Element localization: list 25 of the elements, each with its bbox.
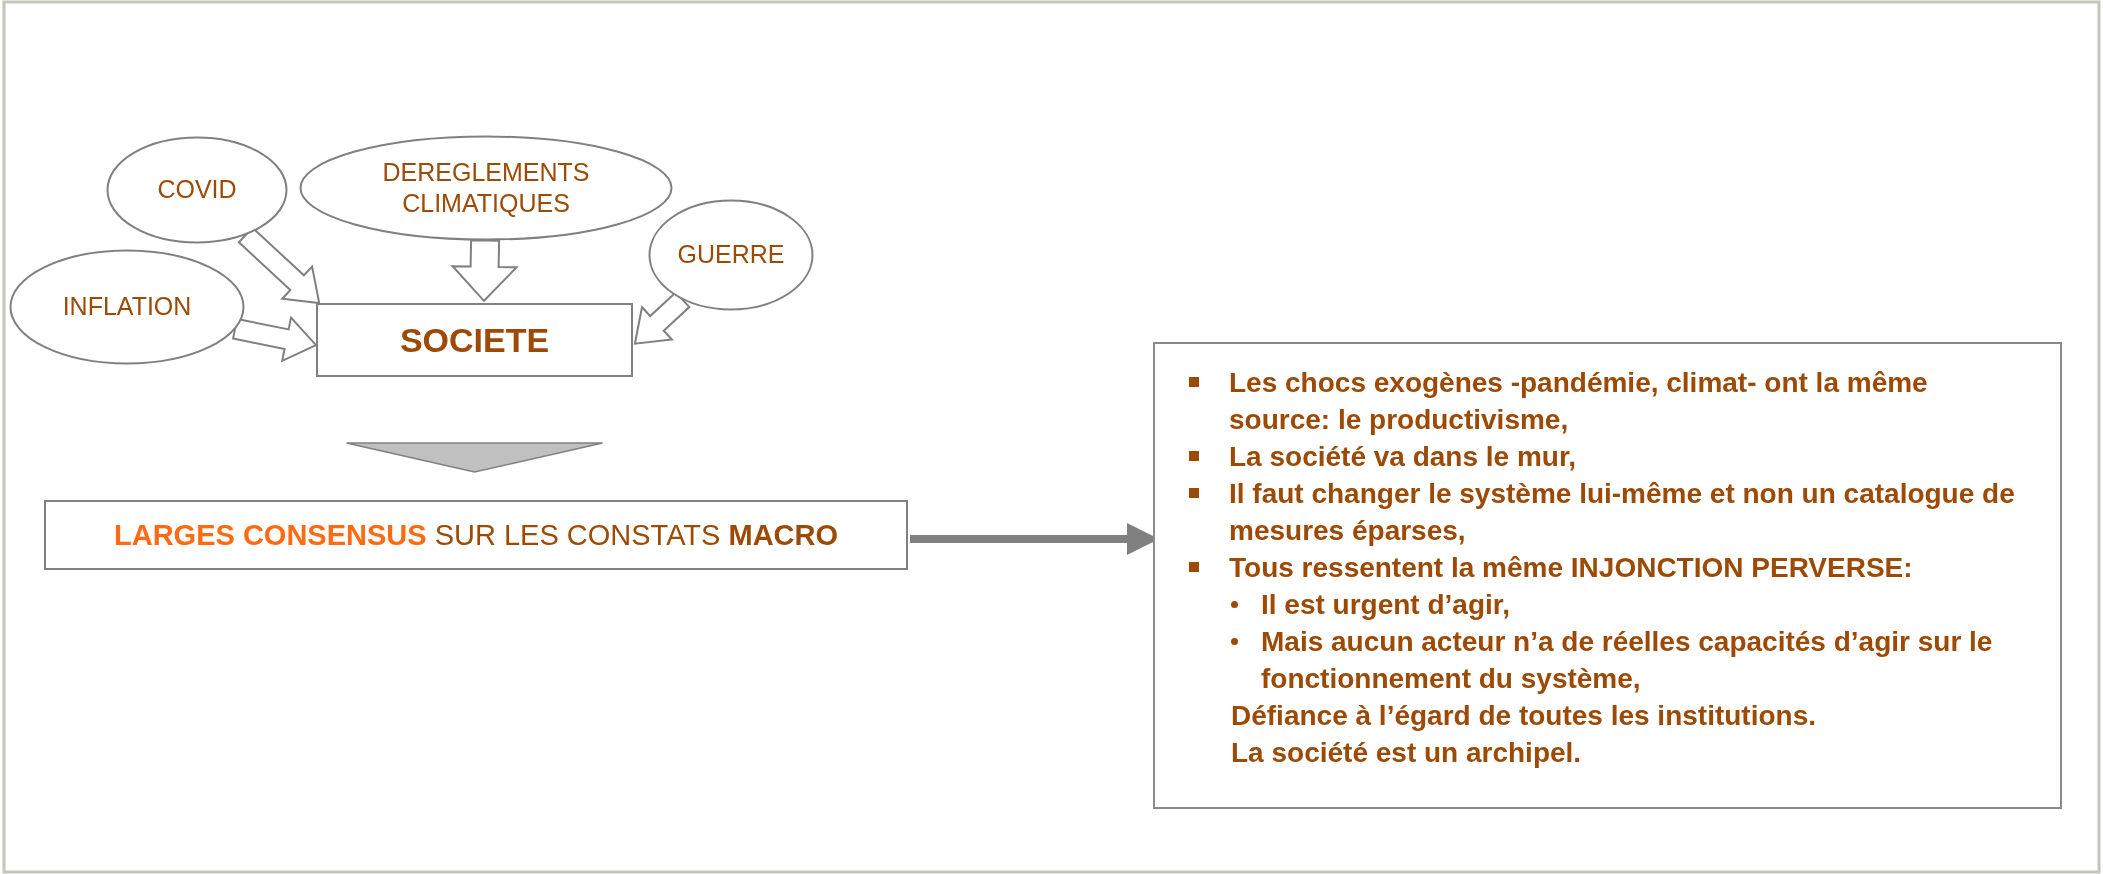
- node-label: COVID: [157, 174, 237, 206]
- list-item-text: Mais aucun acteur n’a de réelles capacités d’agir sur le fonctionnement du système,: [1261, 625, 1994, 696]
- process-box: [316, 303, 633, 377]
- list-item-text: La société est un archipel.: [1231, 736, 1583, 770]
- callout-ellipse: [106, 136, 288, 244]
- block-arrow: [633, 291, 691, 345]
- node-label: SOCIETE: [399, 319, 550, 361]
- list-item-text: La société va dans le mur,: [1229, 440, 1578, 474]
- block-arrow: [450, 239, 519, 303]
- node-label: INFLATION: [62, 291, 192, 323]
- callout-ellipse: [299, 135, 673, 241]
- triangle-arrow: [345, 442, 604, 473]
- node-label: GUERRE: [677, 239, 785, 271]
- block-arrow: [231, 315, 318, 363]
- list-item-text: Tous ressentent la même INJONCTION PERVERSE:: [1229, 551, 1914, 585]
- list-item-text: Il est urgent d’agir,: [1261, 588, 1511, 622]
- list-item-text: Les chocs exogènes -pandémie, climat- ont la même source: le productivisme,: [1229, 366, 1929, 437]
- text-panel: [1153, 342, 2062, 809]
- process-box: [44, 500, 908, 570]
- list-item-text: Il faut changer le système lui-même et non un catalogue de mesures éparses,: [1229, 477, 2016, 548]
- node-label: DEREGLEMENTS CLIMATIQUES: [381, 156, 591, 219]
- list-item-text: Défiance à l’égard de toutes les institutions.: [1231, 699, 1818, 733]
- callout-ellipse: [9, 249, 245, 365]
- callout-ellipse: [648, 199, 814, 311]
- node-label: LARGES CONSENSUS SUR LES CONSTATS MACRO: [114, 517, 838, 553]
